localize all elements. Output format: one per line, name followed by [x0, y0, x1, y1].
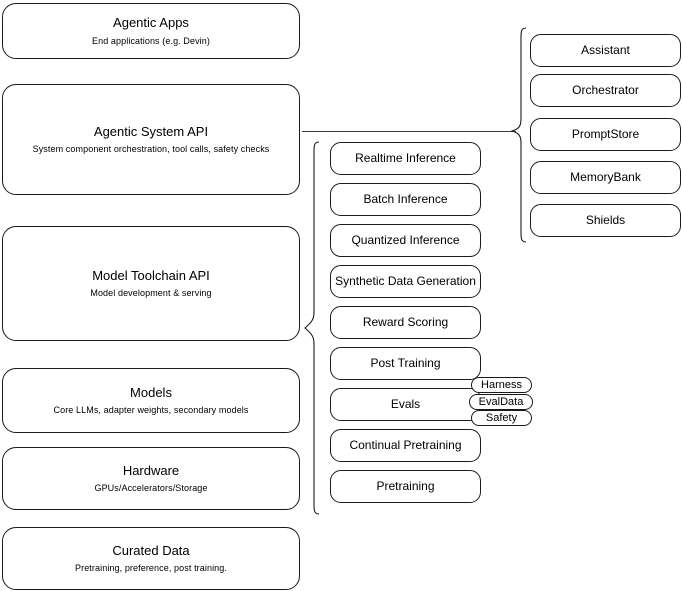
layer-title: Hardware [122, 462, 180, 478]
layer-title: Curated Data [112, 542, 190, 558]
capability-label: Realtime Inference [355, 151, 456, 165]
eval-badge-label: EvalData [478, 396, 524, 408]
eval-badge-safety[interactable]: Safety [471, 410, 532, 426]
component-memorybank[interactable]: MemoryBank [530, 161, 681, 194]
layer-title: Agentic Apps [113, 15, 189, 31]
capability-label: Reward Scoring [362, 315, 449, 329]
capability-label: Post Training [370, 356, 441, 370]
layer-subtitle: Core LLMs, adapter weights, secondary mo… [53, 405, 249, 415]
capability-label: Evals [390, 397, 421, 411]
component-orchestrator[interactable]: Orchestrator [530, 74, 681, 107]
layer-subtitle: System component orchestration, tool cal… [32, 144, 270, 154]
capability-label: Quantized Inference [351, 233, 460, 247]
capability-continual-pretraining[interactable]: Continual Pretraining [330, 429, 481, 462]
eval-badge-label: Safety [485, 412, 518, 424]
eval-badge-harness[interactable]: Harness [471, 377, 532, 393]
component-assistant[interactable]: Assistant [530, 34, 681, 67]
layer-subtitle: Model development & serving [90, 288, 212, 298]
capability-label: Batch Inference [363, 192, 448, 206]
component-label: Assistant [581, 43, 630, 57]
connector-agentic-system-api-to-components [302, 131, 516, 132]
layer-box-curated-data[interactable]: Curated Data Pretraining, preference, po… [2, 527, 300, 590]
capability-post-training[interactable]: Post Training [330, 347, 481, 380]
eval-badge-label: Harness [481, 379, 522, 391]
layer-box-agentic-apps[interactable]: Agentic Apps End applications (e.g. Devi… [2, 3, 300, 59]
layer-box-models[interactable]: Models Core LLMs, adapter weights, secon… [2, 368, 300, 433]
layer-box-hardware[interactable]: Hardware GPUs/Accelerators/Storage [2, 447, 300, 510]
brace-toolchain-capabilities [304, 141, 320, 515]
capability-reward-scoring[interactable]: Reward Scoring [330, 306, 481, 339]
brace-system-components [511, 27, 527, 243]
capability-quantized-inference[interactable]: Quantized Inference [330, 224, 481, 257]
component-shields[interactable]: Shields [530, 204, 681, 237]
capability-label: Synthetic Data Generation [335, 274, 476, 288]
component-promptstore[interactable]: PromptStore [530, 118, 681, 151]
capability-synthetic-data-generation[interactable]: Synthetic Data Generation [330, 265, 481, 298]
layer-subtitle: GPUs/Accelerators/Storage [94, 483, 208, 493]
layer-subtitle: Pretraining, preference, post training. [75, 563, 227, 573]
layer-title: Model Toolchain API [92, 267, 210, 283]
capability-realtime-inference[interactable]: Realtime Inference [330, 142, 481, 175]
layer-box-agentic-system-api[interactable]: Agentic System API System component orch… [2, 84, 300, 195]
component-label: PromptStore [571, 127, 640, 141]
layer-subtitle: End applications (e.g. Devin) [92, 35, 210, 46]
capability-label: Pretraining [376, 479, 435, 493]
component-label: MemoryBank [570, 170, 641, 184]
layer-title: Models [130, 384, 172, 400]
component-label: Shields [585, 213, 626, 227]
eval-badge-evaldata[interactable]: EvalData [469, 394, 533, 410]
layer-box-model-toolchain-api[interactable]: Model Toolchain API Model development & … [2, 226, 300, 341]
layer-title: Agentic System API [93, 123, 209, 139]
capability-pretraining[interactable]: Pretraining [330, 470, 481, 503]
component-label: Orchestrator [572, 83, 639, 97]
capability-label: Continual Pretraining [349, 438, 462, 452]
capability-batch-inference[interactable]: Batch Inference [330, 183, 481, 216]
capability-evals[interactable]: Evals [330, 388, 481, 421]
